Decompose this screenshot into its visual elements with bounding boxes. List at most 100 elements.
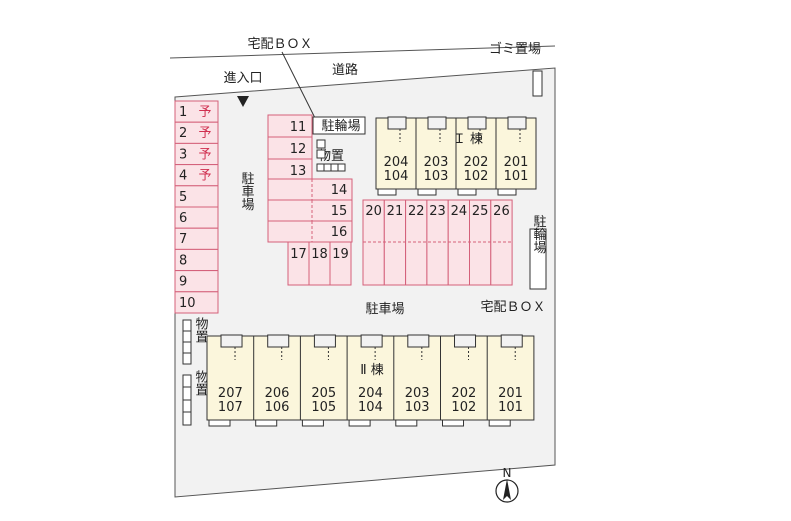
unit-number-lower: 105 [311,400,336,415]
parking-space-number: 21 [387,204,404,219]
unit-balcony [395,419,418,427]
parking-space [174,291,219,314]
building-label: Ⅱ 棟 [360,363,384,378]
unit-entrance [454,334,477,348]
parking-space-number: 16 [331,225,348,240]
unit-balcony [377,188,397,196]
unit-entrance [267,334,290,348]
unit-entrance [500,334,523,348]
parking-center-label: 駐車場 [365,302,404,317]
unit-number-upper: 202 [451,386,476,401]
parking-space-number: 5 [179,190,187,205]
bicycle-right-label: 駐輪場 [531,215,547,254]
unit-balcony [255,419,278,427]
road-label: 道路 [332,62,358,78]
bicycle-top-label: 駐輪場 [321,118,360,134]
unit-entrance [407,334,430,348]
parking-space-number: 26 [493,204,510,219]
unit-number-lower: 102 [464,169,489,184]
unit-number-upper: 204 [358,386,383,401]
unit-number-lower: 106 [265,400,290,415]
reserved-mark: 予 [198,147,211,162]
unit-number-upper: 207 [218,386,243,401]
parking-space-number: 7 [179,232,187,247]
parking-space-number: 10 [179,296,196,311]
unit-balcony [417,188,437,196]
north-label: N [503,466,512,480]
parking-space-number: 17 [290,247,307,262]
garbage-label: ゴミ置場 [489,41,541,57]
parking-space-number: 4 [179,169,187,184]
entrance-arrow-icon [237,96,249,107]
parking-space [329,241,352,286]
entrance-label: 進入口 [223,71,262,86]
storage-left-label-b: 物置 [193,370,209,396]
reserved-mark: 予 [198,126,211,141]
unit-number-upper: 201 [504,155,529,170]
parking-space-number: 14 [331,183,348,198]
building-label: Ｉ 棟 [453,132,483,147]
reserved-mark: 予 [198,105,211,120]
parking-space-number: 2 [179,126,187,141]
unit-number-upper: 203 [424,155,449,170]
parking-space-number: 9 [179,275,187,290]
building-outline [206,335,535,421]
unit-entrance [387,116,407,130]
unit-entrance [507,116,527,130]
bicycle-right-area [529,228,547,290]
garbage-area [532,70,543,97]
unit-number-upper: 201 [498,386,523,401]
parking-space-number: 8 [179,253,187,268]
parking-space-number: 23 [429,204,446,219]
unit-number-lower: 107 [218,400,243,415]
takuhai-box-right-label: 宅配ＢＯＸ [480,300,545,315]
unit-number-lower: 101 [504,169,529,184]
unit-number-upper: 206 [265,386,290,401]
takuhai-box-top-label: 宅配ＢＯＸ [247,37,312,52]
unit-number-lower: 104 [384,169,409,184]
reserved-mark: 予 [198,169,211,184]
parking-space-number: 11 [290,120,307,135]
road-edge-line [169,45,556,59]
unit-number-upper: 204 [384,155,409,170]
unit-entrance [220,334,243,348]
parking-space-number: 19 [332,247,349,262]
unit-number-upper: 202 [464,155,489,170]
storage-left-icon [182,319,192,426]
storage-top-icon [316,139,346,172]
unit-number-lower: 102 [451,400,476,415]
unit-balcony [442,419,465,427]
unit-entrance [360,334,383,348]
parking-space-number: 1 [179,105,187,120]
unit-entrance [313,334,336,348]
parking-space-number: 18 [311,247,328,262]
unit-number-upper: 205 [311,386,336,401]
parking-space-number: 3 [179,147,187,162]
unit-entrance [427,116,447,130]
unit-balcony [208,419,231,427]
unit-number-upper: 203 [405,386,430,401]
takuhai-box-leader [281,51,319,125]
bicycle-top-area [312,116,366,135]
unit-balcony [488,419,511,427]
parking-space-number: 25 [472,204,489,219]
unit-number-lower: 101 [498,400,523,415]
unit-balcony [497,188,517,196]
unit-entrance [467,116,487,130]
parking-space-number: 20 [365,204,382,219]
parking-space-number: 24 [451,204,468,219]
unit-number-lower: 104 [358,400,383,415]
parking-space-number: 15 [331,204,348,219]
north-arrow-icon [495,479,519,503]
parking-space-number: 12 [290,142,307,157]
unit-balcony [457,188,477,196]
unit-balcony [301,419,324,427]
unit-number-lower: 103 [405,400,430,415]
parking-left-label: 駐車場 [239,172,255,211]
